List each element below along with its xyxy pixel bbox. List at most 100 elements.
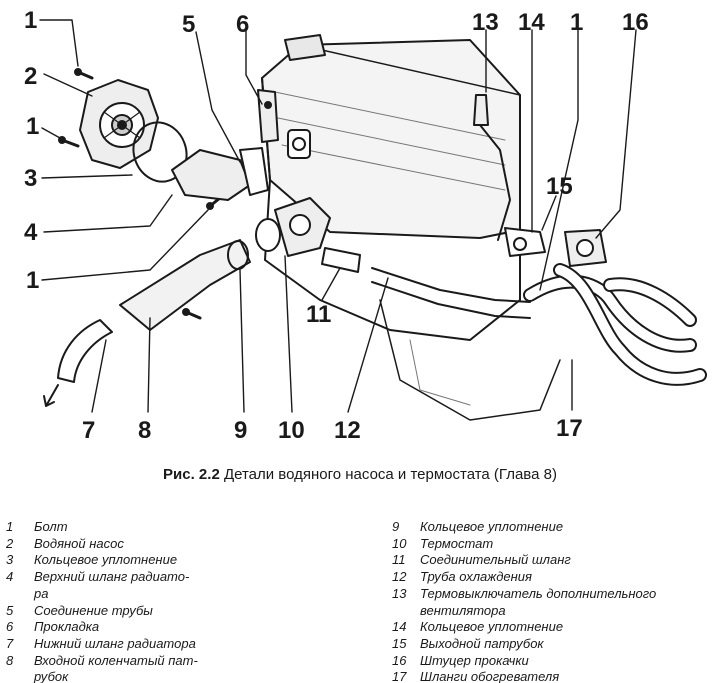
legend-item-text: Кольцевое уплотнение [34,552,178,568]
callout-12: 12 [334,417,361,444]
legend-item-number: 6 [6,619,14,635]
callout-4: 4 [24,219,38,246]
lower-radiator-hose [57,319,113,383]
callout-2: 2 [24,63,37,90]
legend-item-text: Нижний шланг радиатора [34,635,196,651]
bleed-valve [564,229,607,267]
figure-caption: Рис. 2.2 Детали водяного насоса и термос… [0,466,720,483]
legend-item-number: 16 [392,652,407,668]
legend-item-number: 12 [392,569,407,585]
callout-labels: 1 2 1 3 4 1 5 6 13 14 1 16 15 11 7 8 9 1… [24,7,649,444]
legend-item-number: 3 [6,552,14,568]
legend-item-number [392,603,420,620]
legend-item: 15 Выходной патрубок [392,636,718,653]
legend-item: 3 Кольцевое уплотнение [6,552,246,569]
legend-item: 14 Кольцевое уплотнение [392,619,718,636]
legend-item-number: 9 [392,519,400,534]
callout-3: 3 [24,165,37,192]
coolant-tube [371,267,531,319]
legend-item: 7 Нижний шланг радиатора [6,636,246,653]
legend-item-number: 4 [6,569,14,585]
legend-item-text: Термостат [420,535,494,551]
figure-caption-text: Детали водяного насоса и термостата (Гла… [219,466,557,483]
legend-item-number: 7 [6,635,14,651]
legend-item: 2 Водяной насос [6,536,246,553]
legend-item-text: вентилятора [420,602,506,618]
legend-item: 12 Труба охлаждения [392,569,718,586]
callout-16: 16 [622,9,649,36]
water-pump [79,79,159,169]
legend-item-number [6,669,34,683]
legend-item: вентилятора [392,603,718,620]
legend-item: 17 Шланги обогревателя [392,669,718,683]
leader-lines [39,19,637,413]
legend-item: 5 Соединение трубы [6,603,246,620]
legend-item: ра [6,586,246,603]
callout-13: 13 [472,9,499,36]
connecting-hose [321,247,361,273]
legend-item-number: 8 [6,652,14,668]
legend-item: 4 Верхний шланг радиато- [6,569,246,586]
legend-item: 10 Термостат [392,536,718,553]
legend-item-number: 15 [392,635,407,651]
legend-item-number [6,586,34,603]
pipe-connection [171,89,279,201]
lower-hose-arrow [43,384,59,407]
callout-1-top: 1 [24,7,37,34]
legend-item-text: Кольцевое уплотнение [420,619,564,635]
legend-item-text: Термовыключатель дополнительного [420,585,657,601]
callout-8: 8 [138,417,151,444]
callout-15: 15 [546,173,573,200]
legend-item-text: Труба охлаждения [420,569,532,585]
pump-bolts [58,68,222,320]
legend-item-number: 17 [392,669,407,683]
legend-item-text: Входной коленчатый пат- [34,652,198,668]
figure-caption-label: Рис. 2.2 [163,466,220,483]
legend-item-number: 11 [392,552,406,568]
legend-item-text: Водяной насос [34,535,124,551]
legend-item: 16 Штуцер прокачки [392,653,718,670]
legend-item-text: рубок [34,669,69,683]
legend-item-number: 10 [392,535,407,551]
legend-item-number: 14 [392,619,407,635]
inlet-elbow [119,239,251,331]
legend-item-number: 13 [392,585,407,601]
legend-item-text: Выходной патрубок [420,635,544,651]
callout-14: 14 [518,9,545,36]
legend-item: 6 Прокладка [6,619,246,636]
legend-item-text: Кольцевое уплотнение [420,519,564,534]
legend-item: 13 Термовыключатель дополнительного [392,586,718,603]
legend-item-text: Верхний шланг радиато- [34,569,190,585]
legend-item-text: Штуцер прокачки [420,652,529,668]
heater-hoses [523,263,707,386]
callout-9: 9 [234,417,247,444]
callout-17: 17 [556,415,583,442]
legend-item-number: 2 [6,535,14,551]
callout-1-right: 1 [570,9,583,36]
callout-11: 11 [306,301,331,328]
legend-item-text: Соединительный шланг [420,552,571,568]
outlet-fitting [504,227,546,257]
legend-item-text: Болт [34,519,68,534]
callout-1-mid: 1 [26,113,39,140]
callout-1-low: 1 [26,267,39,294]
exploded-view-drawing: 1 2 1 3 4 1 5 6 13 14 1 16 15 11 7 8 9 1… [24,7,707,444]
legend-item: 11 Соединительный шланг [392,552,718,569]
callout-5: 5 [182,11,195,38]
callout-7: 7 [82,417,95,444]
legend-item-text: Прокладка [34,619,100,635]
legend-item-text: ра [34,585,49,601]
legend-item: рубок [6,669,246,683]
thermostat [255,197,331,257]
inlet-o-ring [227,240,249,270]
legend-item: 9 Кольцевое уплотнение [392,519,718,536]
thermal-switch [473,94,511,241]
pump-o-ring [132,121,188,183]
legend-item-text: Шланги обогревателя [420,669,560,683]
legend-item-text: Соединение трубы [34,602,153,618]
legend-item-number: 5 [6,602,14,618]
callout-10: 10 [278,417,305,444]
